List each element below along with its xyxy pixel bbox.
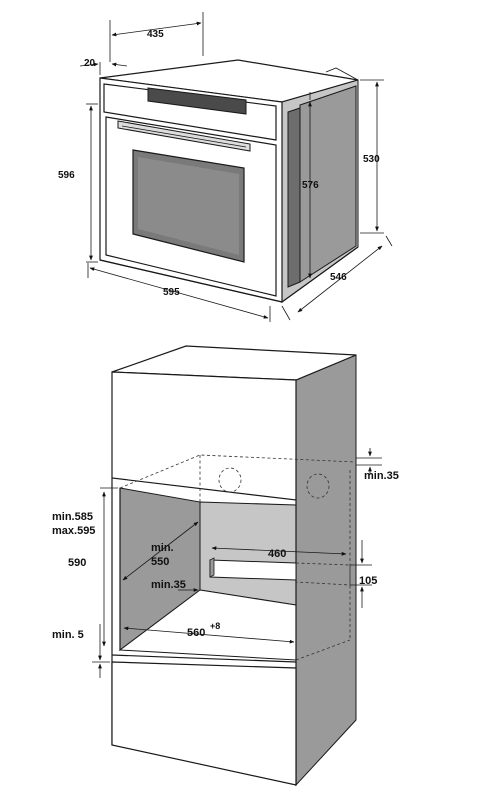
label-niche-width: 560 [187, 627, 205, 639]
oven-illustration [99, 59, 359, 303]
label-vent-width: 460 [268, 548, 286, 560]
label-min-gap-top: min.35 [364, 470, 399, 482]
label-vent-height: 105 [359, 575, 377, 587]
oven-dimension-lines [79, 12, 393, 322]
label-niche-width-tolerance: +8 [210, 621, 220, 631]
label-body-height: 530 [363, 154, 380, 165]
label-front-thickness: 20 [84, 58, 96, 69]
cabinet-illustration [111, 345, 357, 787]
label-depth: 546 [330, 272, 347, 283]
label-niche-height-max: max.595 [52, 525, 95, 537]
label-cabinet-height: 590 [68, 557, 86, 569]
cabinet-hidden-lines [119, 454, 357, 661]
label-side-height: 576 [302, 180, 319, 191]
label-height: 596 [58, 170, 75, 181]
label-width: 595 [163, 287, 180, 298]
label-body-width: 435 [147, 29, 164, 40]
label-niche-height-min: min.585 [52, 511, 93, 523]
label-niche-depth: 550 [151, 556, 169, 568]
cabinet-dimension-lines [92, 448, 382, 678]
label-niche-depth-min: min. [151, 542, 174, 554]
label-rear-gap: min.35 [151, 579, 186, 591]
label-min-bottom: min. 5 [52, 629, 84, 641]
